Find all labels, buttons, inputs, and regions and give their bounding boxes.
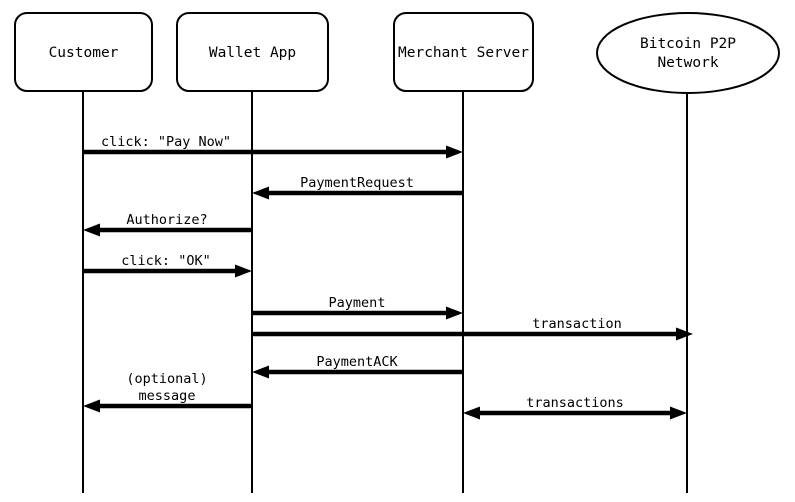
- actor-label-customer: Customer: [49, 45, 119, 61]
- arrowhead-right-icon: [446, 306, 463, 320]
- message-payment-request: PaymentRequest: [252, 175, 463, 200]
- message-label: transactions: [526, 395, 624, 411]
- arrowhead-right-icon: [446, 145, 463, 159]
- message-label: PaymentRequest: [300, 175, 414, 191]
- actor-wallet-app: Wallet App: [176, 12, 329, 92]
- actor-label-bitcoin-line2: Network: [657, 55, 718, 71]
- actor-label-bitcoin-line1: Bitcoin P2P: [640, 36, 736, 52]
- arrowhead-right-icon: [670, 406, 687, 420]
- message-label-line1: (optional): [126, 371, 207, 387]
- actor-customer: Customer: [14, 12, 153, 92]
- message-payment-ack: PaymentACK: [252, 354, 463, 379]
- arrowhead-left-icon: [252, 365, 269, 379]
- message-optional-message: (optional) message: [83, 371, 252, 413]
- actor-label-wallet-app: Wallet App: [209, 45, 296, 61]
- actor-bitcoin-p2p-network: Bitcoin P2P Network: [596, 12, 780, 94]
- message-label: Authorize?: [126, 212, 207, 228]
- message-label: PaymentACK: [316, 354, 398, 370]
- message-label-line2: message: [139, 388, 196, 404]
- arrowhead-left-icon: [463, 406, 480, 420]
- arrowhead-left-icon: [83, 399, 100, 413]
- arrowhead-right-icon: [676, 327, 693, 341]
- message-transaction: transaction: [252, 316, 693, 341]
- message-click-ok: click: "OK": [83, 253, 252, 278]
- arrowhead-left-icon: [252, 186, 269, 200]
- actor-merchant-server: Merchant Server: [393, 12, 534, 92]
- arrowhead-left-icon: [83, 223, 100, 237]
- message-authorize: Authorize?: [83, 212, 252, 237]
- actor-ellipse-bitcoin-network: [596, 12, 780, 94]
- message-label: click: "Pay Now": [101, 134, 231, 150]
- message-label: Payment: [329, 295, 386, 311]
- message-click-pay-now: click: "Pay Now": [83, 134, 463, 159]
- message-label: transaction: [532, 316, 621, 332]
- actor-label-merchant-server: Merchant Server: [398, 45, 529, 61]
- arrowhead-right-icon: [235, 264, 252, 278]
- message-label: click: "OK": [121, 253, 210, 269]
- message-transactions: transactions: [463, 395, 687, 420]
- message-payment: Payment: [252, 295, 463, 320]
